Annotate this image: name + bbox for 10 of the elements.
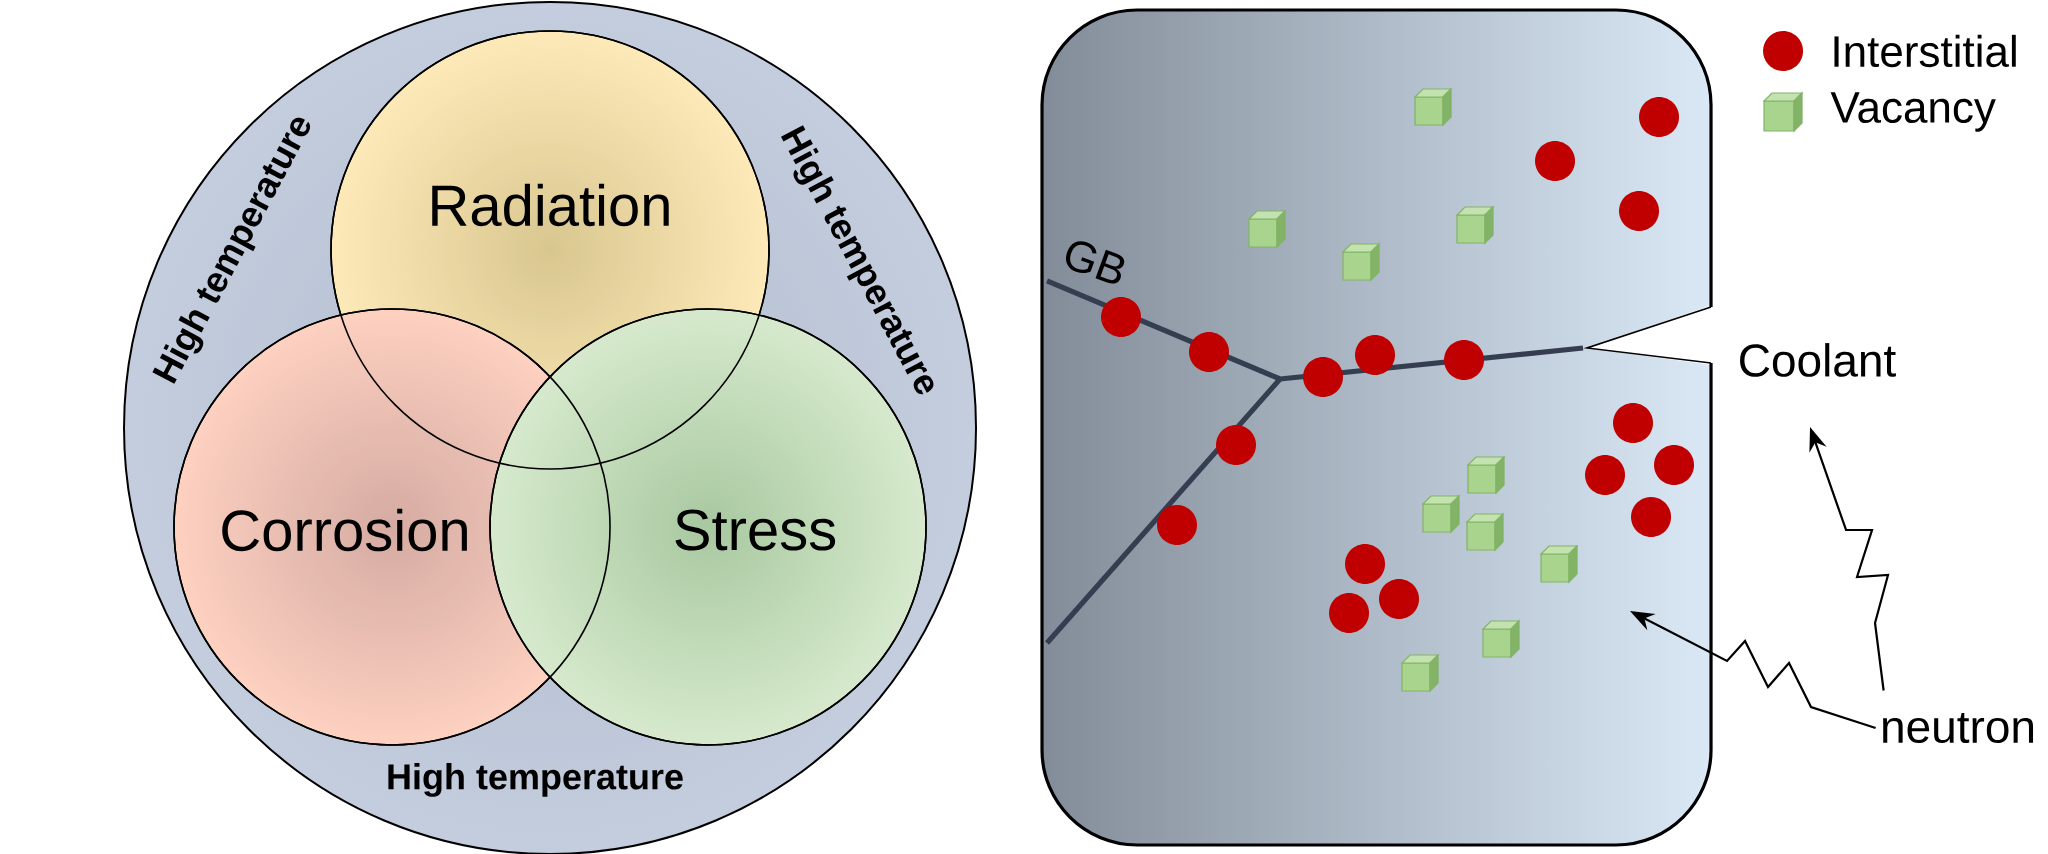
- boundary-label: GB: [1066, 241, 1125, 284]
- circle-label: Corrosion: [222, 508, 467, 552]
- text-label: Coolant: [1740, 343, 1896, 377]
- legend-label: Interstitial: [1834, 34, 2016, 68]
- circle-label: Stress: [675, 509, 836, 551]
- text-label: neutron: [1883, 712, 2034, 744]
- circle-label: Radiation: [432, 183, 669, 227]
- region-label: High temperature: [388, 763, 683, 797]
- legend-label: Vacancy: [1830, 92, 1996, 132]
- material-block: [1040, 8, 1713, 847]
